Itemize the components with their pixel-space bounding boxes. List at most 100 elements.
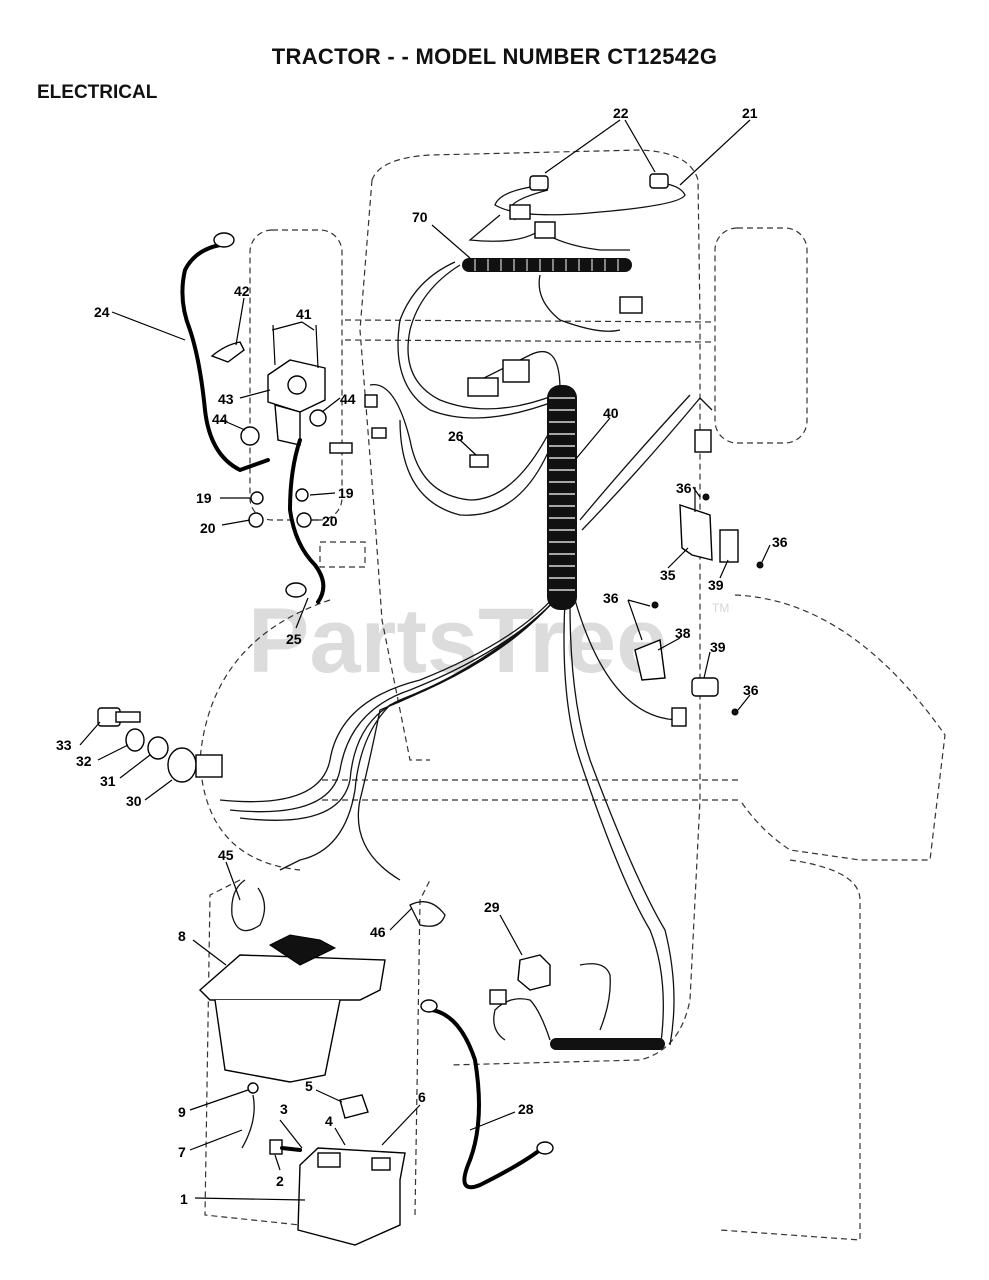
solenoid-terminal — [287, 375, 307, 395]
battery-terminal — [371, 1157, 391, 1171]
harness-connector — [502, 359, 530, 383]
bolt-shank — [280, 1146, 302, 1152]
cable-28-eyelet — [536, 1141, 554, 1155]
leader-lines — [79, 119, 771, 1201]
corrugated-loom — [547, 385, 577, 610]
bracket-outline — [319, 541, 366, 568]
cable-25 — [287, 438, 326, 604]
cable-28 — [430, 1008, 542, 1190]
bolt-2 — [269, 1139, 283, 1155]
coil-wire — [493, 998, 551, 1041]
callout-36-a: 36 — [676, 480, 692, 496]
headlight-connector — [619, 296, 643, 314]
fuse-holder — [329, 442, 353, 454]
loom-ribs — [549, 397, 575, 591]
callout-39-bottom: 39 — [710, 639, 726, 655]
screw-36 — [651, 601, 659, 609]
callout-3: 3 — [280, 1101, 288, 1117]
rear-right-tire-outline — [719, 859, 861, 1241]
callout-40: 40 — [603, 405, 619, 421]
key-blade — [115, 711, 141, 723]
connector — [371, 427, 387, 439]
watermark-tm: TM — [712, 601, 729, 615]
bracket-35 — [679, 504, 713, 561]
screw-36 — [731, 708, 739, 716]
callout-36-c: 36 — [603, 590, 619, 606]
axle-outline — [344, 319, 716, 343]
nut-31 — [147, 736, 169, 760]
section-heading: ELECTRICAL — [37, 82, 158, 103]
harness-connector — [671, 707, 687, 727]
screw-41a — [272, 324, 276, 366]
seat-switch-area — [420, 954, 665, 1190]
seat-deck-outline — [322, 779, 740, 801]
headlight-connector — [534, 221, 556, 239]
screw-41b — [315, 324, 319, 369]
battery-1 — [297, 1147, 406, 1246]
callout-1: 1 — [180, 1191, 188, 1207]
tray-box — [214, 999, 341, 1083]
bulb-right — [649, 173, 669, 189]
callout-6: 6 — [418, 1089, 426, 1105]
headlight-wire — [538, 274, 621, 332]
solenoid-assembly — [180, 232, 489, 604]
callout-2: 2 — [276, 1173, 284, 1189]
rear-right-fender-outline — [734, 594, 946, 861]
callout-39-top: 39 — [708, 577, 724, 593]
nut-20-left — [248, 512, 264, 528]
coil-loom — [550, 1038, 665, 1050]
bezel-32 — [125, 728, 145, 752]
screw-36 — [702, 493, 710, 501]
headlight-connector — [509, 204, 531, 220]
brackets — [634, 493, 764, 716]
nut-20-right — [296, 512, 312, 528]
callout-20-left: 20 — [200, 520, 216, 536]
callout-26: 26 — [448, 428, 464, 444]
headlight-wire — [494, 182, 686, 216]
harness-wire — [399, 419, 561, 516]
callout-35: 35 — [660, 567, 676, 583]
callout-7: 7 — [178, 1144, 186, 1160]
main-harness — [219, 261, 713, 1051]
ignition-switch — [97, 707, 223, 783]
callout-45: 45 — [218, 847, 234, 863]
headlight-loom-ribs — [474, 259, 619, 271]
connector — [364, 394, 378, 408]
bracket-38 — [634, 639, 666, 681]
harness-wire — [469, 350, 561, 391]
harness-wire — [569, 604, 675, 1046]
washer-19-right — [295, 488, 309, 502]
harness-wire — [397, 261, 559, 419]
harness-wire — [357, 609, 546, 881]
callout-numbers: 22 21 70 42 24 41 43 44 44 19 19 20 20 2… — [56, 105, 788, 1207]
callout-44-right: 44 — [340, 391, 356, 407]
battery-tray-8 — [198, 954, 386, 1001]
washer-9 — [247, 1082, 259, 1094]
callout-28: 28 — [518, 1101, 534, 1117]
battery-area — [198, 879, 446, 1246]
callout-46: 46 — [370, 924, 386, 940]
battery-cable-24 — [180, 243, 270, 473]
cable-28-eyelet — [420, 999, 438, 1013]
switch-connector — [195, 754, 223, 778]
front-left-tire-outline — [249, 229, 343, 521]
cable-25-eyelet — [285, 582, 307, 598]
boot-42 — [210, 341, 245, 363]
harness-wire — [579, 394, 691, 521]
callout-42: 42 — [234, 283, 250, 299]
page-title: TRACTOR - - MODEL NUMBER CT12542G — [271, 44, 718, 69]
washer-19-left — [250, 491, 264, 505]
harness-wire — [279, 604, 551, 871]
harness-connector — [694, 429, 712, 453]
strap-7 — [241, 1094, 255, 1149]
harness-wire — [229, 594, 561, 813]
callout-24: 24 — [94, 304, 110, 320]
callout-70: 70 — [412, 209, 428, 225]
switch-39-top — [719, 529, 739, 563]
tray-spring — [269, 934, 337, 966]
ground-wire — [579, 963, 611, 1031]
callout-19-right: 19 — [338, 485, 354, 501]
nut-44-right — [309, 409, 327, 427]
callout-32: 32 — [76, 753, 92, 769]
